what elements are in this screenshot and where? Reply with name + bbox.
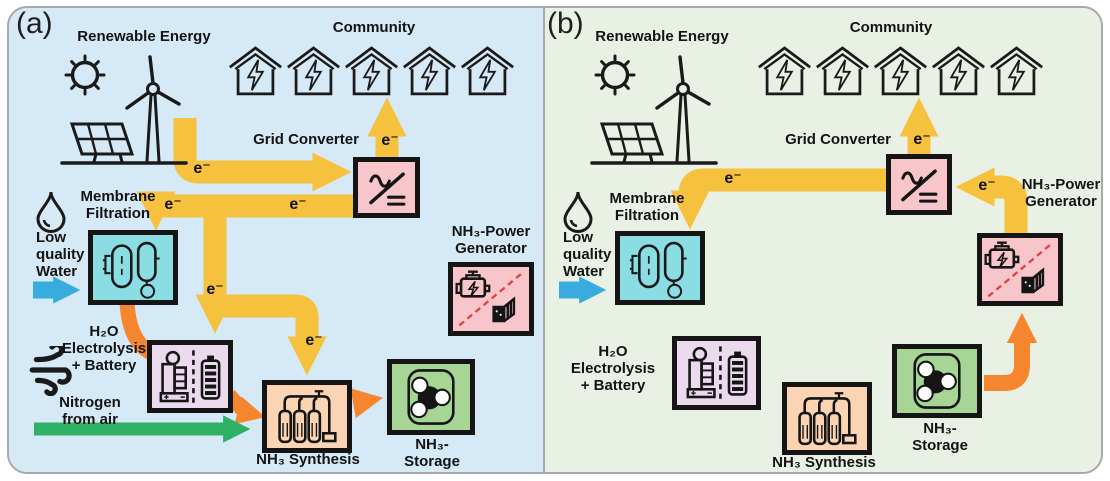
grid-converter-box-b [886,154,952,215]
house-icon [989,46,1044,96]
ac-dc-converter-icon [368,171,406,206]
panel-a-tag: (a) [16,7,53,40]
electrolysis-battery-box-a [147,340,233,413]
arrow-storage-to-generator-b [984,312,1038,391]
electron-label: e⁻ [289,196,307,213]
house-icon [286,46,341,96]
grid-converter-label-a: Grid Converter [253,131,359,148]
house-icon [757,46,812,96]
nh3-synthesis-icon [278,389,337,443]
nh3-power-generator-box-b [977,233,1063,306]
house-icon [402,46,457,96]
community-label-a: Community [332,19,416,36]
house-icon [228,46,283,96]
house-icon [815,46,870,96]
electron-label: e⁻ [978,177,996,194]
electrolysis-battery-box-b [672,336,761,410]
electron-label: e⁻ [164,196,182,213]
electron-label: e⁻ [305,332,323,349]
arrow-bus-to-synthesis-a [215,294,327,376]
house-icon [931,46,986,96]
electrolyzer-battery-icon [159,348,221,405]
renewable-energy-label-b: Renewable Energy [595,28,729,45]
engine-fuel-cell-icon [455,270,525,327]
community-houses-b [757,42,1044,98]
engine-fuel-cell-icon [984,240,1054,298]
electrolysis-battery-label-a: H₂O Electrolysis + Battery [61,323,147,374]
electron-label: e⁻ [724,170,742,187]
arrow-converter-to-membrane-b [670,168,887,230]
electrolyzer-battery-icon [686,345,747,401]
nh3-storage-label-a: NH₃- Storage [404,436,460,470]
grid-converter-box-a [353,157,420,218]
water-drop-icon [36,190,66,233]
electron-label: e⁻ [913,131,931,148]
renewable-energy-icon [60,54,188,165]
electron-label: e⁻ [206,281,224,298]
renewable-energy-icon [590,54,718,165]
grid-converter-label-b: Grid Converter [785,131,891,148]
electron-label: e⁻ [381,132,399,149]
nh3-storage-box-b [892,344,982,418]
renewable-energy-label-a: Renewable Energy [77,28,211,45]
house-icon [873,46,928,96]
membrane-filtration-box-b [615,231,705,305]
house-icon [460,46,515,96]
nh3-synthesis-label-b: NH₃ Synthesis [772,454,876,471]
water-drop-icon [563,190,593,233]
electron-label: e⁻ [193,160,211,177]
nh3-synthesis-box-b [782,382,872,455]
membrane-filtration-icon [628,241,688,299]
membrane-filtration-box-a [88,230,178,305]
nh3-synthesis-box-a [262,380,352,453]
nh3-power-generator-label-a: NH₃-Power Generator [451,223,531,257]
arrow-synthesis-to-storage-a [350,388,383,419]
membrane-filtration-label-b: Membrane Filtration [609,190,685,224]
panel-b-tag: (b) [547,7,584,40]
nh3-storage-box-a [387,359,475,435]
low-quality-water-label-b: Low quality Water [563,229,612,280]
community-label-b: Community [849,19,933,36]
nh3-storage-label-b: NH₃- Storage [912,420,968,454]
electrolysis-battery-label-b: H₂O Electrolysis + Battery [570,343,656,394]
low-quality-water-label-a: Low quality Water [36,229,85,280]
panel-divider [543,8,545,472]
ac-dc-converter-icon [901,168,938,203]
ammonia-molecule-icon [913,353,961,409]
membrane-filtration-label-a: Membrane Filtration [80,188,156,222]
nitrogen-from-air-label-a: Nitrogen from air [59,394,121,428]
ammonia-molecule-icon [407,369,455,425]
nh3-synthesis-icon [798,391,857,445]
community-houses-a [228,42,515,98]
house-icon [344,46,399,96]
arrow-renewable-to-converter-a [173,118,352,192]
nh3-power-generator-box-a [448,262,534,336]
arrow-generator-to-converter-b [955,167,1028,234]
nh3-power-generator-label-b: NH₃-Power Generator [1021,176,1101,210]
membrane-filtration-icon [101,241,161,299]
nh3-synthesis-label-a: NH₃ Synthesis [256,451,360,468]
